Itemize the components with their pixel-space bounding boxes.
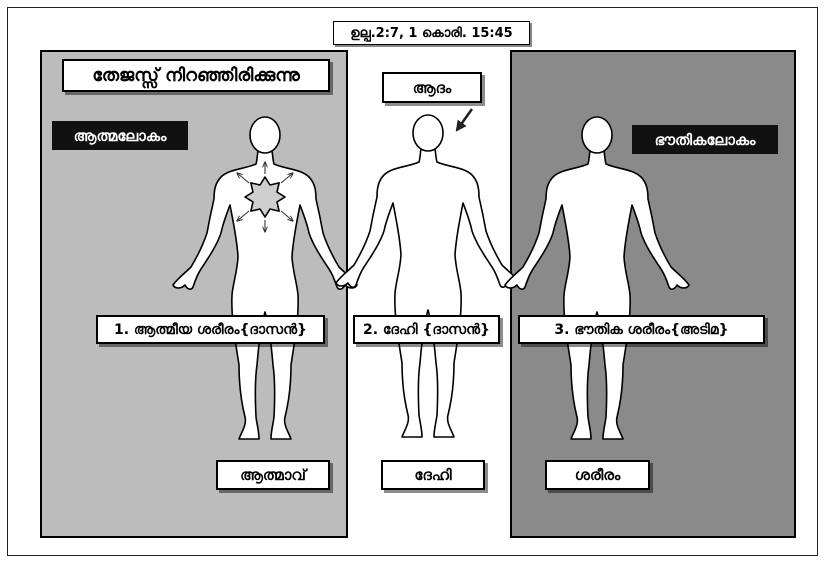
adam-label: ആദം <box>382 72 482 103</box>
physical-world-label: ഭൗതികലോകം <box>632 125 778 154</box>
spirit-world-label: ആത്മലോകം <box>52 121 188 150</box>
figure-body <box>505 151 689 439</box>
figure-head <box>413 115 443 151</box>
scripture-reference: ഉല്പ.2:7, 1 കൊരി. 15:45 <box>333 21 530 45</box>
physical-body-label: 3. ഭൗതിക ശരീരം{അടിമ} <box>518 315 765 344</box>
soul-label: 2. ദേഹി {ദാസൻ} <box>353 315 500 344</box>
body-name-label: ശരീരം <box>545 460 650 490</box>
figure-head <box>582 117 612 153</box>
body-figure-icon <box>505 117 689 439</box>
soul-figure-icon <box>336 115 520 437</box>
figure-head <box>250 117 280 153</box>
glory-heading: തേജസ്സ് നിറഞ്ഞിരിക്കുന്നു <box>62 59 330 92</box>
adam-pointer-arrow-icon <box>457 109 472 130</box>
soul-name-label: ദേഹി <box>381 460 485 490</box>
spirit-name-label: ആത്മാവ് <box>216 460 330 490</box>
star-burst-icon <box>245 177 285 217</box>
figure-body <box>336 149 520 437</box>
spirit-body-label: 1. ആത്മീയ ശരീരം{ദാസൻ} <box>96 315 325 344</box>
